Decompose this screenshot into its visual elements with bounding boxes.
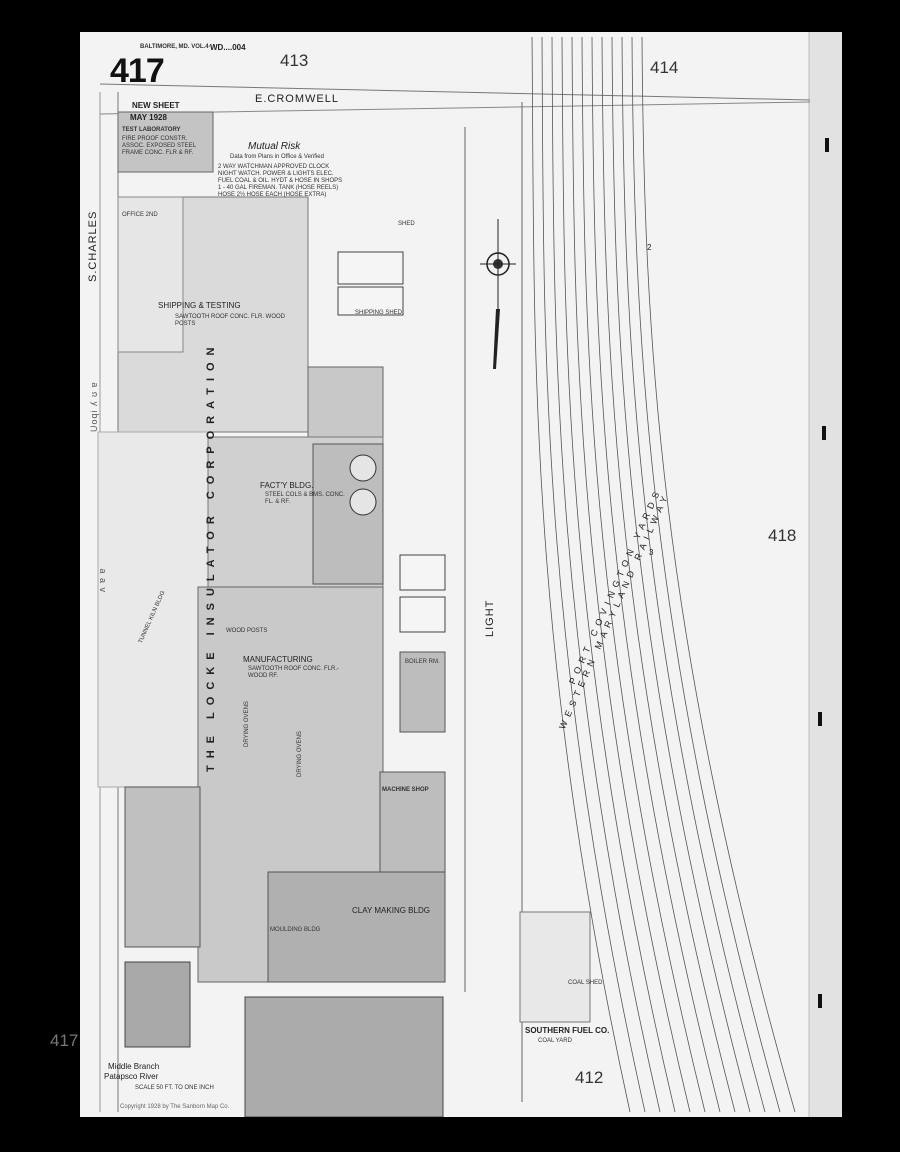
shipping-detail: SAWTOOTH ROOF CONC. FLR. WOOD POSTS xyxy=(175,314,285,327)
mutual-risk-label: Mutual Risk xyxy=(248,141,301,152)
edge-mark xyxy=(825,138,829,152)
clay-making-label: CLAY MAKING BLDG xyxy=(352,906,430,915)
volume-text: BALTIMORE, MD. VOL.4· xyxy=(140,44,211,50)
moulding-label: MOULDING BLDG xyxy=(270,927,321,933)
company-note-5: HOSE 2½ HOSE EACH (HOSE EXTRA) xyxy=(218,192,327,198)
facty-label: FACT'Y BLDG. xyxy=(260,481,314,490)
ward-text: WD....004 xyxy=(210,43,246,52)
shipping-label: SHIPPING & TESTING xyxy=(158,301,241,310)
drying-ovens-1: DRYING OVENS xyxy=(244,701,250,747)
block-number-3: 3 xyxy=(649,548,654,557)
south-rooms xyxy=(124,961,191,1048)
machine-shop-label: MACHINE SHOP xyxy=(382,787,429,793)
mutual-risk-note: Data from Plans in Office & Verified xyxy=(230,154,324,160)
shipping-shed-label: SHIPPING SHED xyxy=(355,310,403,316)
test-lab-building xyxy=(117,111,214,173)
shed-label: SHED xyxy=(398,221,415,227)
office-label: OFFICE 2ND xyxy=(122,212,158,218)
faint-lettering-upper: Uoqi ʎ ʊ ɐ xyxy=(89,381,99,432)
scale-text: SCALE 50 FT. TO ONE INCH xyxy=(135,1085,214,1091)
new-sheet-date: MAY 1928 xyxy=(130,113,167,122)
coal-yard-label: COAL YARD xyxy=(538,1038,572,1044)
copyright-text: Copyright 1928 by The Sanborn Map Co. xyxy=(120,1104,230,1110)
adjoining-sheet-west: 417 xyxy=(50,1031,79,1050)
drying-ovens-2: DRYING OVENS xyxy=(297,731,303,777)
shed-1 xyxy=(399,554,446,591)
block-number-2: 2 xyxy=(647,243,652,252)
office-building xyxy=(117,196,184,353)
small-building-1 xyxy=(307,366,384,438)
edge-mark xyxy=(822,426,826,440)
edge-mark xyxy=(818,712,822,726)
plant-buildings xyxy=(97,111,446,1117)
street-light: LIGHT xyxy=(484,599,496,637)
test-lab-detail: FIRE PROOF CONSTR. ASSOC. EXPOSED STEEL … xyxy=(122,136,196,156)
adjoining-sheet-north: 413 xyxy=(280,51,309,70)
water-name: Middle Branch xyxy=(108,1062,160,1071)
south-building xyxy=(244,996,444,1117)
wood-posts-label: WOOD POSTS xyxy=(226,628,268,634)
edge-mark xyxy=(818,994,822,1008)
company-note-2: NIGHT WATCH. POWER & LIGHTS ELEC. xyxy=(218,171,334,177)
test-lab-label: TEST LABORATORY xyxy=(122,127,181,133)
company-note-4: 1 - 40 GAL FIREMAN. TANK (HOSE REELS) xyxy=(218,185,339,191)
company-note-3: FUEL COAL & OIL. HYDT & HOSE IN SHOPS xyxy=(218,178,343,184)
shipping-shed-2 xyxy=(337,286,404,316)
boiler-room-label: BOILER RM. xyxy=(405,659,440,665)
street-cromwell: E.CROMWELL xyxy=(255,93,339,105)
boiler-room xyxy=(399,651,446,733)
facty-detail: STEEL COLS & BMS. CONC. FL. & RF. xyxy=(265,492,345,505)
kiln-rooms xyxy=(124,786,201,948)
new-sheet-label: NEW SHEET xyxy=(132,101,180,110)
map-sheet: 417 BALTIMORE, MD. VOL.4· WD....004 NEW … xyxy=(50,32,842,1117)
shed-2 xyxy=(399,596,446,633)
coal-yard-area xyxy=(519,911,591,1023)
compass-rose-icon xyxy=(480,219,516,369)
street-charles: S.CHARLES xyxy=(87,210,99,282)
railway-tracks xyxy=(531,36,796,1113)
adjoining-sheet-northeast: 414 xyxy=(650,58,679,77)
manufacturing-label: MANUFACTURING xyxy=(243,655,313,664)
manufacturing-detail: SAWTOOTH ROOF CONC. FLR.- WOOD RF. xyxy=(248,666,339,679)
water-river: Patapsco River xyxy=(104,1072,159,1081)
faint-lettering-mid: ʌ ɐ ɐ xyxy=(97,567,107,592)
cromwell-street xyxy=(99,83,811,115)
tunnel-kiln-building xyxy=(97,431,209,788)
adjoining-sheet-south: 412 xyxy=(575,1068,604,1087)
shipping-shed-1 xyxy=(337,251,404,285)
sheet-number: 417 xyxy=(110,52,165,90)
map-drawing xyxy=(80,32,842,1117)
company-name: THE LOCKE INSULATOR CORPORATION xyxy=(205,340,217,773)
sheet-right-strip xyxy=(809,32,842,1117)
coal-shed-label: COAL SHED xyxy=(568,980,603,986)
adjoining-sheet-east: 418 xyxy=(768,526,797,545)
company-note-1: 2 WAY WATCHMAN APPROVED CLOCK xyxy=(218,164,330,170)
moulding-building xyxy=(267,871,446,983)
southern-fuel-label: SOUTHERN FUEL CO. xyxy=(525,1026,610,1035)
